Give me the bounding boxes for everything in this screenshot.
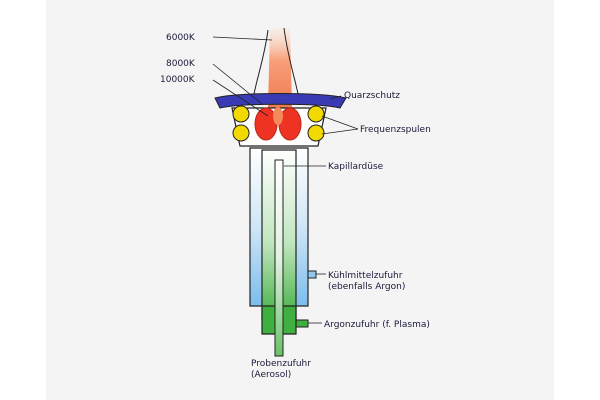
coil-left-bottom [232,124,250,142]
label-probenzufuhr-1: Probenzufuhr [251,359,311,369]
label-kuehlmittel-1: Kühlmittelzufuhr [328,271,403,281]
label-probenzufuhr-2: (Aerosol) [251,370,291,380]
plasma-center [273,107,283,125]
leader-quarzschutz [329,95,342,100]
leader-8000k [212,63,263,105]
leader-6000k [212,36,273,41]
label-kapillarduese: Kapillardüse [328,162,384,172]
label-10000k: 10000K [160,75,196,85]
leader-coil-bottom [321,128,359,135]
label-frequenzspulen: Frequenzspulen [360,125,431,135]
coil-right-top [307,105,325,123]
capillary-nozzle [274,159,284,357]
leader-coil-top [321,115,359,130]
quartz-shield [214,93,347,109]
label-8000k: 8000K [166,59,196,69]
argon-inlet [295,319,309,328]
coil-left-top [232,105,250,123]
label-6000k: 6000K [166,33,196,43]
plasma-flame [268,28,292,108]
flame-outline-left [251,29,269,105]
label-quarzschutz: Quarzschutz [344,91,400,101]
coolant-inlet [307,270,317,279]
label-kuehlmittel-2: (ebenfalls Argon) [328,282,405,292]
label-argonzufuhr: Argonzufuhr (f. Plasma) [324,320,430,330]
coil-right-bottom [307,124,325,142]
leader-10000k [212,79,269,117]
